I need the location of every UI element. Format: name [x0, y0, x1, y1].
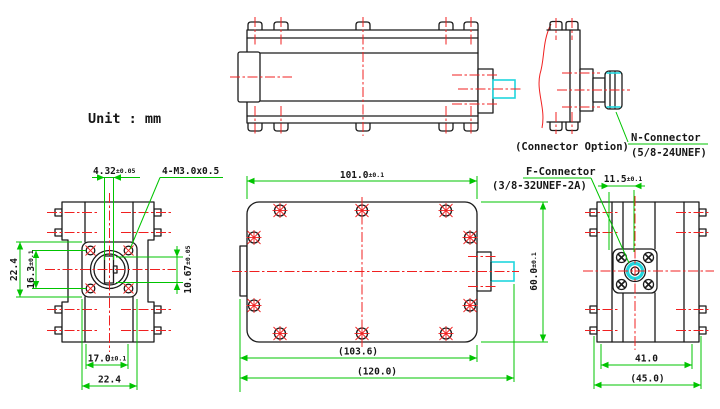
- n-connector-leader: [615, 111, 629, 143]
- cover-screw-icon: [245, 297, 263, 314]
- phillips-screw-icon: [642, 251, 655, 264]
- unit-label: Unit : mm: [88, 111, 161, 127]
- flange-screw-icon: [122, 244, 135, 257]
- cover-screw-icon: [461, 297, 479, 314]
- dim-connector-offset: 11.5±0.1: [604, 174, 643, 185]
- cover-screw-icon: [437, 202, 455, 219]
- phillips-screw-icon: [642, 278, 655, 291]
- f-connector-thread-label: (3/8-32UNEF-2A): [492, 180, 587, 192]
- dim-body-width: 60.0±0.1: [529, 252, 540, 291]
- screw-spec-label: 4-M3.0x0.5: [162, 166, 219, 177]
- n-connector-thread-label: (5/8-24UNEF): [631, 147, 707, 159]
- connector-flange-side: [477, 68, 494, 114]
- cover-screw-icon: [437, 325, 455, 342]
- cover-screw-icon: [461, 229, 479, 246]
- f-connector-label: F-Connector: [526, 166, 596, 178]
- top-view: 101.0±0.1 60.0±0.1 (103.6) (120.0): [232, 170, 548, 392]
- dim-body-length: 101.0±0.1: [340, 170, 384, 181]
- dim-slot-width: 4.32±0.05: [93, 166, 136, 177]
- rear-view: 11.5±0.1 41.0 (45.0) F-Connector (3/8-32…: [492, 166, 714, 389]
- dim-web-width: 17.0±0.1: [88, 354, 127, 365]
- dim-flange-width: 22.4: [98, 375, 121, 386]
- dim-rear-overall-width: (45.0): [630, 374, 664, 385]
- side-view: [230, 17, 522, 136]
- dim-slot-height: 10.67±0.05: [183, 245, 194, 293]
- cover-screw-icon: [245, 229, 263, 246]
- dim-rear-body-width: 41.0: [635, 354, 658, 365]
- n-connector-label: N-Connector: [631, 132, 701, 144]
- left-flange-plate: [596, 201, 613, 343]
- dim-overall-length: (120.0): [357, 367, 397, 378]
- right-flange-plate: [683, 201, 700, 343]
- flange-screw-icon: [84, 244, 97, 257]
- cover-screw-icon: [271, 325, 289, 342]
- front-view: 4.32±0.05 4-M3.0x0.5 22.4 16.3±0.1 10.67…: [9, 166, 223, 390]
- connector-option-view: (Connector Option) N-Connector (5/8-24UN…: [515, 18, 708, 159]
- flange-screw-icon: [122, 282, 135, 295]
- screw-spec-leader: [129, 177, 161, 250]
- phillips-screw-icon: [615, 278, 628, 291]
- flange-screw-icon: [84, 282, 97, 295]
- cover-screw-icon: [271, 202, 289, 219]
- break-line: [538, 23, 552, 129]
- dim-screw-pitch: 16.3±0.1: [26, 250, 37, 289]
- dim-flange-height: 22.4: [9, 258, 20, 281]
- f-connector-leader: [590, 177, 630, 264]
- dim-length-with-tab: (103.6): [338, 347, 378, 358]
- connector-option-label: (Connector Option): [515, 141, 629, 153]
